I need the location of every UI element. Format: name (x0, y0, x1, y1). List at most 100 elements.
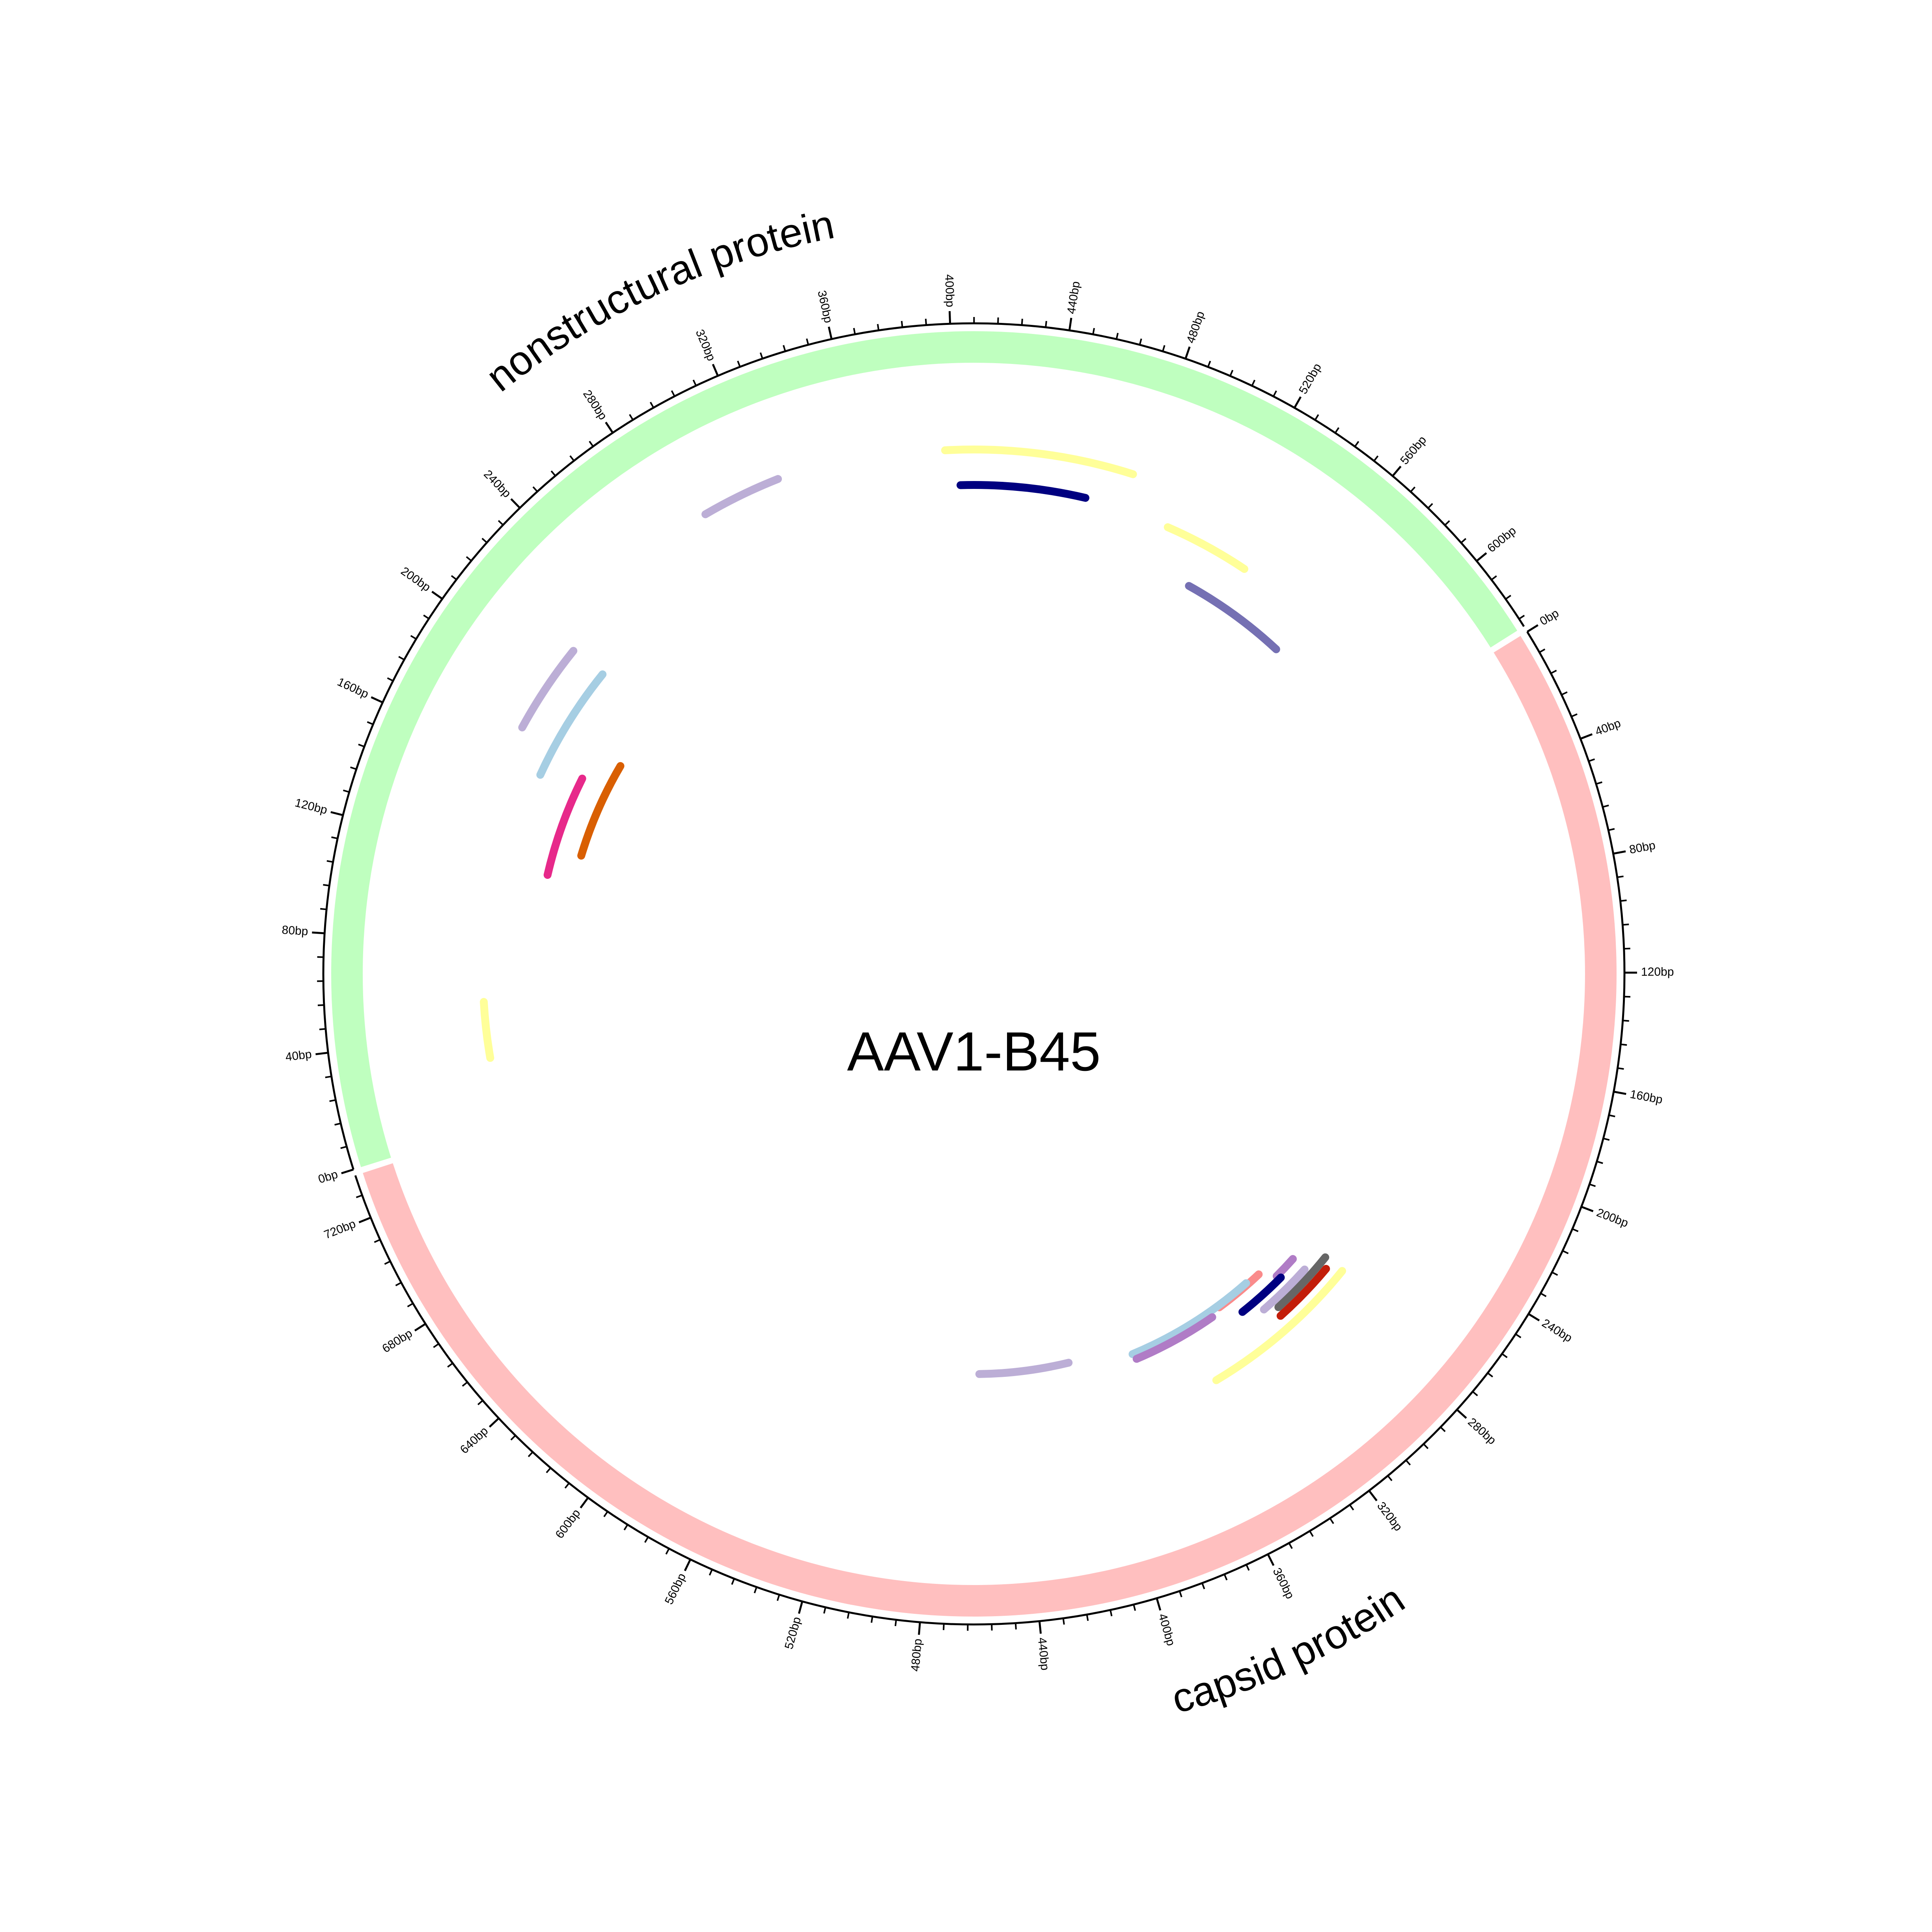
minor-tick (1223, 1574, 1228, 1581)
feature-arc-11 (1212, 1267, 1346, 1384)
minor-tick (1139, 338, 1142, 345)
minor-tick (847, 1612, 850, 1619)
tick-label: 640bp (458, 1425, 490, 1456)
minor-tick (894, 1619, 897, 1626)
minor-tick (1491, 575, 1497, 581)
major-tick (1038, 1621, 1042, 1634)
minor-tick (477, 1400, 483, 1405)
minor-tick (649, 402, 655, 408)
minor-tick (1110, 1609, 1113, 1617)
minor-tick (1518, 615, 1525, 620)
minor-tick (1314, 414, 1319, 421)
tick-label: 240bp (481, 468, 513, 500)
capsid-axis-line (354, 631, 1626, 1626)
feature-arc-10 (1185, 582, 1280, 653)
feature-arc-7 (941, 446, 1137, 478)
feature-arc-3 (577, 762, 625, 860)
major-tick (489, 1417, 500, 1428)
nonstructural-axis-line (322, 322, 1525, 1170)
feature-arc-6 (701, 475, 782, 518)
minor-tick (1423, 1443, 1429, 1449)
minor-tick (1246, 1564, 1250, 1571)
minor-tick (1617, 875, 1624, 878)
tick-label: 160bp (1629, 1088, 1663, 1107)
minor-tick (853, 328, 856, 335)
minor-tick (671, 390, 675, 397)
major-tick (414, 1323, 426, 1332)
minor-tick (1622, 923, 1629, 926)
tick-label: 40bp (285, 1048, 312, 1064)
tick-label: 0bp (317, 1168, 339, 1186)
minor-tick (1229, 369, 1234, 377)
minor-tick (629, 414, 634, 420)
major-tick (1368, 1490, 1378, 1501)
minor-tick (1552, 1271, 1558, 1276)
genome-title: AAV1-B45 (847, 1020, 1100, 1082)
major-tick (358, 1216, 371, 1223)
minor-tick (374, 1239, 380, 1243)
minor-tick (1440, 1427, 1446, 1432)
feature-arc-13 (1276, 1264, 1330, 1320)
minor-tick (1427, 503, 1433, 509)
minor-tick (528, 1451, 533, 1457)
minor-tick (398, 656, 405, 660)
minor-tick (546, 1467, 551, 1473)
minor-tick (451, 575, 457, 580)
minor-tick (1354, 441, 1359, 447)
major-tick (1613, 850, 1626, 855)
minor-tick (1133, 1604, 1136, 1611)
major-tick (1293, 396, 1302, 408)
major-tick (1156, 1598, 1162, 1611)
minor-tick (1620, 899, 1627, 902)
minor-tick (1472, 1391, 1478, 1397)
minor-tick (1515, 1333, 1522, 1339)
minor-tick (343, 789, 350, 793)
minor-tick (1596, 1160, 1603, 1164)
minor-tick (395, 1282, 402, 1287)
major-tick (712, 364, 719, 377)
minor-tick (1603, 1138, 1610, 1141)
tick-label: 240bp (1540, 1317, 1574, 1345)
tick-label: 120bp (1641, 966, 1674, 979)
tick-label: 480bp (909, 1638, 925, 1672)
minor-tick (326, 860, 333, 863)
minor-tick (1501, 1353, 1508, 1358)
feature-arc-9 (1164, 523, 1248, 573)
major-tick (1068, 317, 1072, 331)
tick-label: 0bp (1538, 606, 1561, 628)
minor-tick (731, 1578, 735, 1585)
feature-arc-20 (975, 1359, 1073, 1378)
minor-tick (901, 321, 903, 328)
major-tick (798, 1601, 804, 1614)
feature-arc-2 (543, 774, 586, 879)
minor-tick (1588, 758, 1595, 762)
minor-tick (1092, 328, 1095, 335)
minor-tick (871, 1616, 873, 1623)
minor-tick (1115, 333, 1119, 339)
minor-tick (753, 1587, 757, 1593)
minor-tick (550, 470, 556, 477)
minor-tick (1562, 1250, 1569, 1254)
tick-label: 440bp (1065, 280, 1083, 315)
minor-tick (806, 338, 809, 345)
feature-arc-16 (1238, 1274, 1285, 1316)
tick-label: 440bp (1035, 1637, 1052, 1671)
tick-label: 520bp (1296, 361, 1324, 396)
minor-tick (1572, 1228, 1579, 1232)
minor-tick (1329, 1518, 1334, 1524)
minor-tick (1207, 360, 1211, 367)
minor-tick (323, 884, 330, 887)
tick-label: 520bp (782, 1615, 804, 1650)
minor-tick (1621, 1043, 1627, 1046)
minor-tick (1617, 1067, 1624, 1070)
feature-arc-4 (536, 670, 607, 779)
minor-tick (1062, 1618, 1065, 1625)
tick-label: 360bp (815, 289, 835, 324)
minor-tick (1309, 1531, 1314, 1537)
minor-tick (644, 1537, 649, 1543)
minor-tick (1405, 1460, 1411, 1466)
minor-tick (356, 1194, 363, 1198)
tick-label: 280bp (580, 388, 610, 422)
